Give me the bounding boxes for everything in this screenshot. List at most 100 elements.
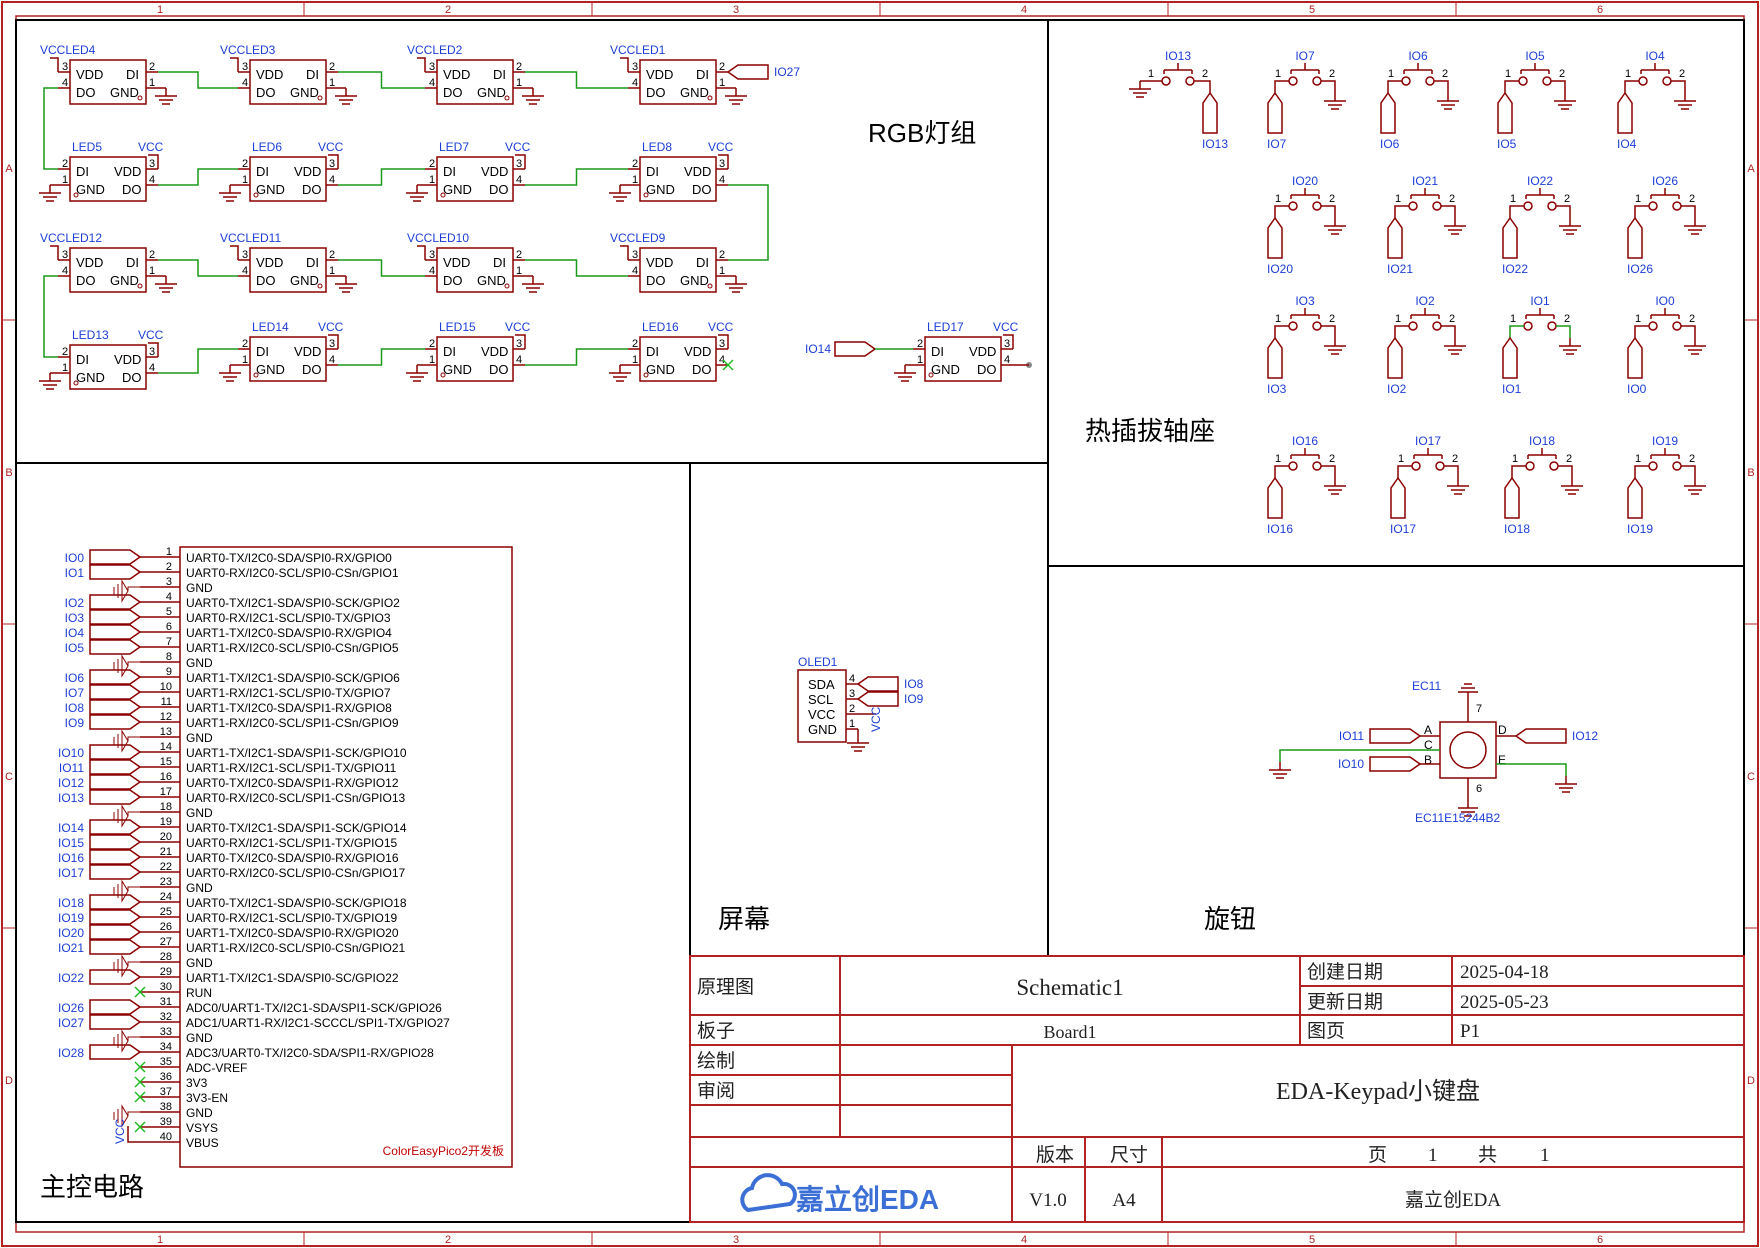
switch-contact <box>1638 76 1648 86</box>
led-pin1-dot <box>440 192 446 198</box>
gnd-lead <box>127 736 140 741</box>
led-data-wire <box>728 184 769 261</box>
switch-lead <box>1274 465 1289 478</box>
switch-contact <box>1401 76 1411 86</box>
net-port-label: IO17 <box>1390 522 1416 536</box>
switch-contact <box>1161 76 1171 86</box>
switch-contact <box>1523 321 1533 331</box>
led-pin-number: 1 <box>516 265 522 277</box>
led-pin-number: 2 <box>62 346 68 358</box>
ground-icon <box>121 1104 129 1128</box>
gnd-lead <box>127 1036 140 1041</box>
encoder-net-a: IO11 <box>1339 729 1364 743</box>
mcu-pin-label: UART1-TX/I2C1-SDA/SPI0-SCK/GPIO6 <box>186 671 400 685</box>
gnd-lead <box>127 811 140 816</box>
led-pin-number: 1 <box>429 174 435 186</box>
encoder-pin-a: A <box>1424 723 1432 737</box>
net-port-shape <box>1387 336 1403 379</box>
power-stub <box>1003 334 1014 349</box>
led-pin-number: 4 <box>329 354 335 366</box>
led-ref-label: LED8 <box>642 140 672 154</box>
net-port-shape <box>89 1044 142 1060</box>
ground-icon <box>725 88 747 105</box>
ground-icon <box>1129 81 1151 98</box>
led-pin-vdd: VDD <box>646 255 673 270</box>
switch-ref: IO3 <box>1295 294 1315 308</box>
led-pin-gnd: GND <box>256 362 285 377</box>
led-pin1-dot <box>317 95 323 101</box>
led-pin-number: 1 <box>719 77 725 89</box>
net-port-shape <box>89 774 142 790</box>
led-body <box>639 59 717 105</box>
led-pin-di: DI <box>256 344 269 359</box>
oled-pin-number: 2 <box>849 703 855 715</box>
led-pin-number: 1 <box>242 354 248 366</box>
mcu-pin-number: 6 <box>166 621 172 633</box>
led-data-wire <box>338 168 425 186</box>
led-pin-number: 2 <box>149 61 155 73</box>
switch-ref: IO2 <box>1415 294 1435 308</box>
led-pin-number: 1 <box>632 174 638 186</box>
switch-lead <box>1634 465 1649 478</box>
led-pin-gnd: GND <box>443 182 472 197</box>
led-pin-number: 3 <box>632 249 638 261</box>
net-port-label: IO9 <box>904 692 924 706</box>
led-pin1-dot <box>73 192 79 198</box>
zone-row-label: D <box>1747 1075 1755 1087</box>
switch-contact <box>1549 461 1559 471</box>
mcu-net-label: IO5 <box>65 641 85 655</box>
led-pin-vdd: VDD <box>76 255 103 270</box>
led-pin1-dot <box>504 283 510 289</box>
led-pin-number: 2 <box>429 158 435 170</box>
led-data-wire <box>43 275 58 358</box>
switch-contact <box>1288 321 1298 331</box>
ground-icon <box>1444 218 1466 235</box>
mcu-pin-number: 5 <box>166 606 172 618</box>
led-pin-number: 3 <box>632 61 638 73</box>
mcu-pin-label: UART0-TX/I2C0-SDA/SPI0-RX/GPIO0 <box>186 551 392 565</box>
led-pin1-dot <box>440 372 446 378</box>
mcu-pin-number: 1 <box>166 546 172 558</box>
net-port-shape <box>856 691 899 707</box>
switch-contact <box>1523 201 1533 211</box>
mcu-net-label: IO7 <box>65 686 85 700</box>
power-stub <box>230 57 239 72</box>
led-pin-vdd: VDD <box>684 344 711 359</box>
net-port-shape <box>834 341 877 357</box>
switch-pin-number: 2 <box>1442 68 1448 80</box>
mcu-pin-number: 9 <box>166 666 172 678</box>
switch-ref: IO20 <box>1292 174 1318 188</box>
no-connect-icon <box>134 1091 146 1103</box>
led-pin-do: DO <box>122 370 142 385</box>
net-port-shape <box>89 849 142 865</box>
switch-pin-number: 2 <box>1329 313 1335 325</box>
switch-lead <box>1387 80 1402 93</box>
switch-contact <box>1288 201 1298 211</box>
net-port-label: IO22 <box>1502 262 1528 276</box>
switch-pin-number: 2 <box>1566 453 1572 465</box>
mcu-pin-label: UART1-RX/I2C1-SCL/SPI0-TX/GPIO7 <box>186 686 391 700</box>
led-pin-number: 4 <box>719 354 725 366</box>
switch-ref: IO16 <box>1292 434 1318 448</box>
switch-lead <box>1634 205 1649 218</box>
led-pin-do: DO <box>122 182 142 197</box>
vcc-lead <box>127 1126 140 1143</box>
net-port-shape <box>89 609 142 625</box>
led-pin-number: 3 <box>719 338 725 350</box>
led-power-net: VCC <box>138 140 164 154</box>
led-pin-vdd: VDD <box>481 164 508 179</box>
led-pin-di: DI <box>76 352 89 367</box>
net-port-label: IO0 <box>1627 382 1647 396</box>
total-label: 共 <box>1478 1144 1497 1166</box>
mcu-pin-number: 16 <box>160 771 172 783</box>
